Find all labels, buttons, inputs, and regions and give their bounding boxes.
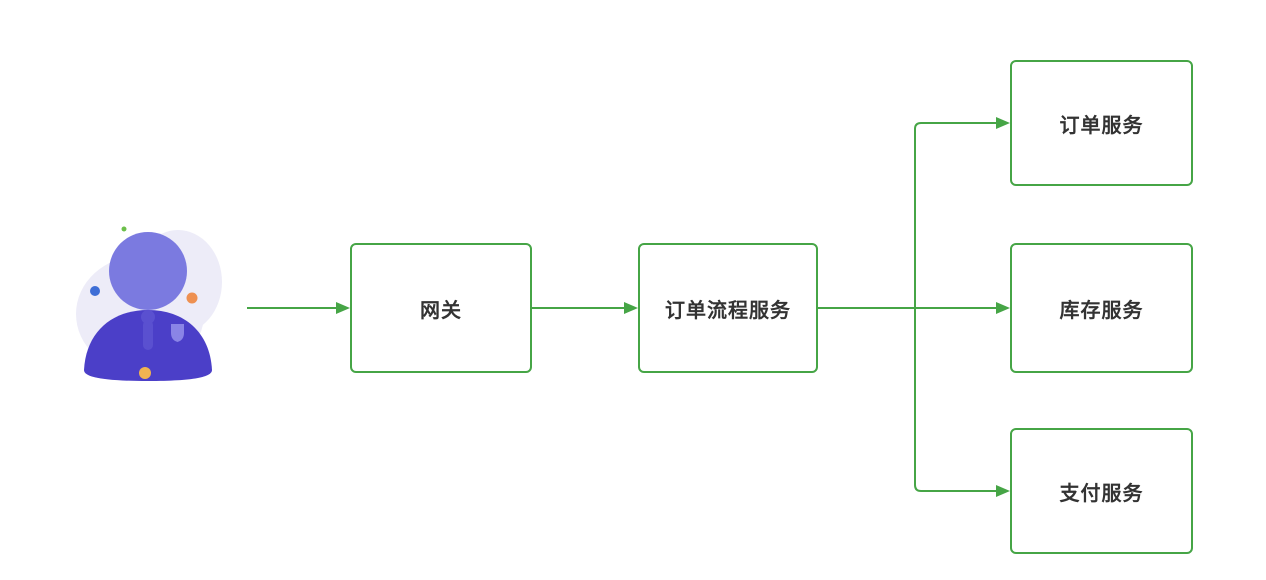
- node-gateway: 网关: [350, 243, 532, 373]
- avatar-badge-icon: [171, 324, 184, 342]
- node-order-service: 订单服务: [1010, 60, 1193, 186]
- node-order-label: 订单服务: [1059, 114, 1144, 137]
- avatar-tie: [143, 320, 153, 350]
- avatar-collar: [141, 310, 155, 324]
- dot-green: [121, 226, 127, 232]
- dot-yellow: [139, 367, 151, 379]
- node-inventory-service: 库存服务: [1010, 243, 1193, 373]
- node-inventory-label: 库存服务: [1059, 299, 1144, 322]
- node-payment-service: 支付服务: [1010, 428, 1193, 554]
- edge-order-flow-to-order: [914, 117, 1010, 308]
- edge-order-flow-to-payment: [914, 308, 1010, 497]
- node-order-flow-label: 订单流程服务: [665, 299, 791, 322]
- user-avatar-icon: [76, 226, 222, 381]
- avatar-head: [109, 232, 187, 310]
- node-gateway-label: 网关: [420, 299, 462, 322]
- node-payment-label: 支付服务: [1059, 482, 1144, 505]
- dot-blue: [90, 286, 100, 296]
- node-order-flow-service: 订单流程服务: [638, 243, 818, 373]
- dot-orange: [186, 292, 198, 304]
